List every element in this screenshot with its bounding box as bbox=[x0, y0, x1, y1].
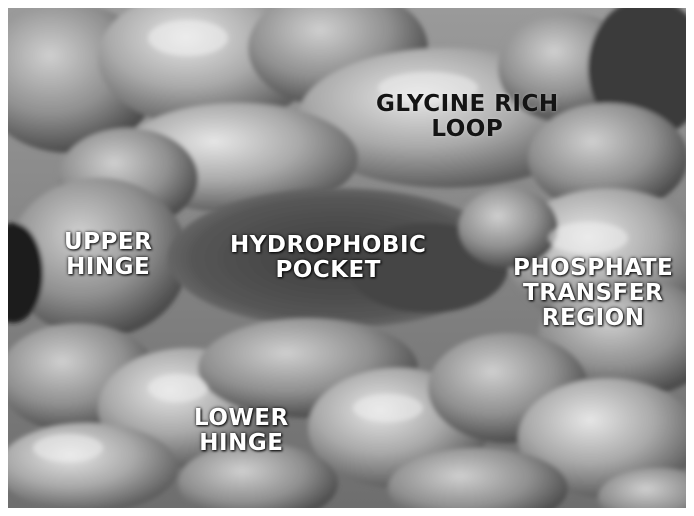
label-line: LOOP bbox=[376, 117, 559, 142]
label-line: TRANSFER bbox=[513, 281, 673, 306]
label-lower-hinge: LOWER HINGE bbox=[194, 406, 289, 456]
label-phosphate-transfer-region: PHOSPHATE TRANSFER REGION bbox=[513, 256, 673, 331]
label-line: GLYCINE RICH bbox=[376, 92, 559, 117]
label-line: HYDROPHOBIC bbox=[230, 233, 426, 258]
molecular-surface-image: GLYCINE RICH LOOP UPPER HINGE HYDROPHOBI… bbox=[8, 8, 686, 508]
label-line: HINGE bbox=[64, 255, 152, 280]
label-glycine-rich-loop: GLYCINE RICH LOOP bbox=[376, 92, 559, 142]
label-line: REGION bbox=[513, 306, 673, 331]
label-line: LOWER bbox=[194, 406, 289, 431]
label-line: PHOSPHATE bbox=[513, 256, 673, 281]
label-line: HINGE bbox=[194, 431, 289, 456]
label-hydrophobic-pocket: HYDROPHOBIC POCKET bbox=[230, 233, 426, 283]
label-line: UPPER bbox=[64, 230, 152, 255]
label-line: POCKET bbox=[230, 258, 426, 283]
label-upper-hinge: UPPER HINGE bbox=[64, 230, 152, 280]
